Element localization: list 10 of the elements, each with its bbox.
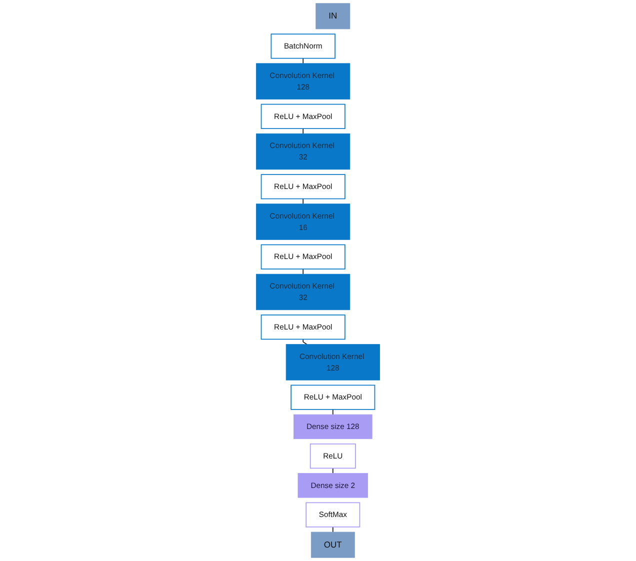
connector	[332, 468, 334, 474]
connector	[302, 198, 304, 204]
node-box: OUT	[310, 532, 355, 558]
connector	[332, 409, 334, 415]
node-box: IN	[316, 3, 350, 30]
connector	[332, 526, 334, 532]
connector	[302, 268, 304, 275]
connector	[302, 338, 308, 345]
connector	[302, 128, 304, 134]
connector	[302, 58, 304, 64]
